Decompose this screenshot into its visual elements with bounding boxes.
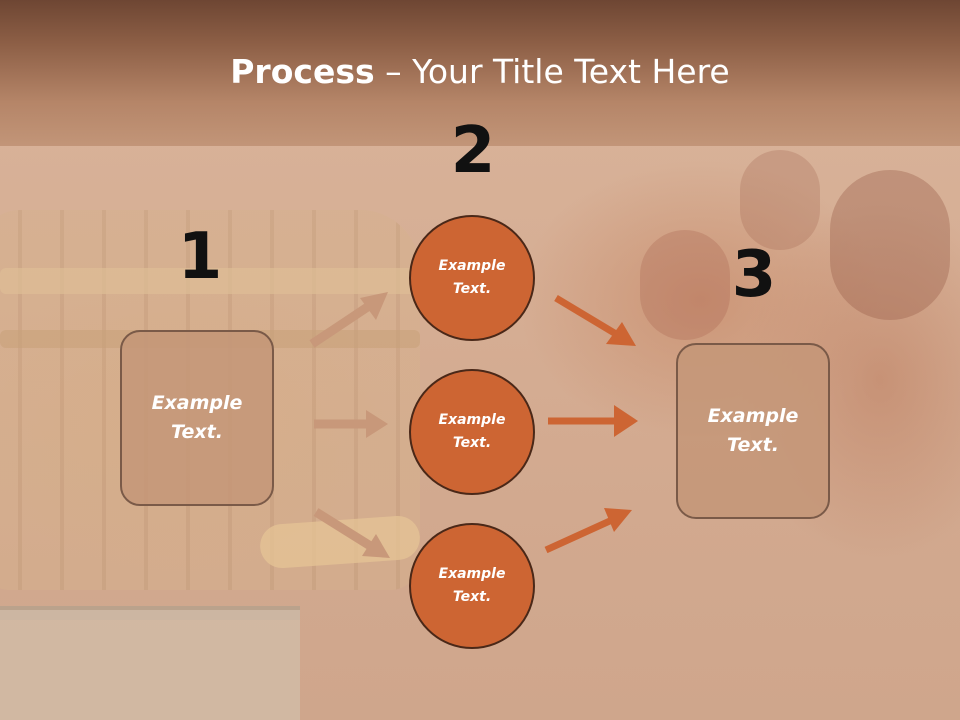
step-number-2: 2: [450, 114, 496, 188]
step-2-circle-top[interactable]: Example Text.: [409, 215, 535, 341]
background-photo-step: [0, 610, 300, 720]
slide-title[interactable]: Process – Your Title Text Here: [0, 52, 960, 91]
step-3-box-line2: Text.: [727, 434, 779, 456]
step-3-box[interactable]: Example Text.: [676, 343, 830, 519]
background-photo-person: [830, 170, 950, 320]
step-2-circle-middle[interactable]: Example Text.: [409, 369, 535, 495]
circle-line2: Text.: [452, 435, 492, 451]
circle-line2: Text.: [452, 281, 492, 297]
title-rest: – Your Title Text Here: [374, 52, 730, 91]
step-3-box-line1: Example: [707, 405, 799, 427]
arrow-dark-down: [554, 294, 636, 346]
circle-line1: Example: [438, 412, 506, 428]
title-bar: [0, 0, 960, 146]
step-1-box-line1: Example: [151, 392, 243, 414]
background-photo-rim: [0, 268, 430, 294]
arrow-dark-right: [548, 405, 638, 437]
background-photo-person: [640, 230, 730, 340]
step-number-1: 1: [177, 220, 223, 294]
step-2-circle-bottom[interactable]: Example Text.: [409, 523, 535, 649]
step-number-3: 3: [731, 238, 777, 312]
arrow-light-up: [309, 292, 388, 348]
step-1-box-line2: Text.: [171, 421, 223, 443]
circle-line1: Example: [438, 566, 506, 582]
circle-line1: Example: [438, 258, 506, 274]
arrow-light-down: [313, 508, 390, 558]
arrow-light-right: [314, 410, 388, 438]
title-bold: Process: [230, 52, 375, 91]
circle-line2: Text.: [452, 589, 492, 605]
background-photo-person: [740, 150, 820, 250]
arrow-dark-up: [544, 508, 632, 554]
step-1-box[interactable]: Example Text.: [120, 330, 274, 506]
